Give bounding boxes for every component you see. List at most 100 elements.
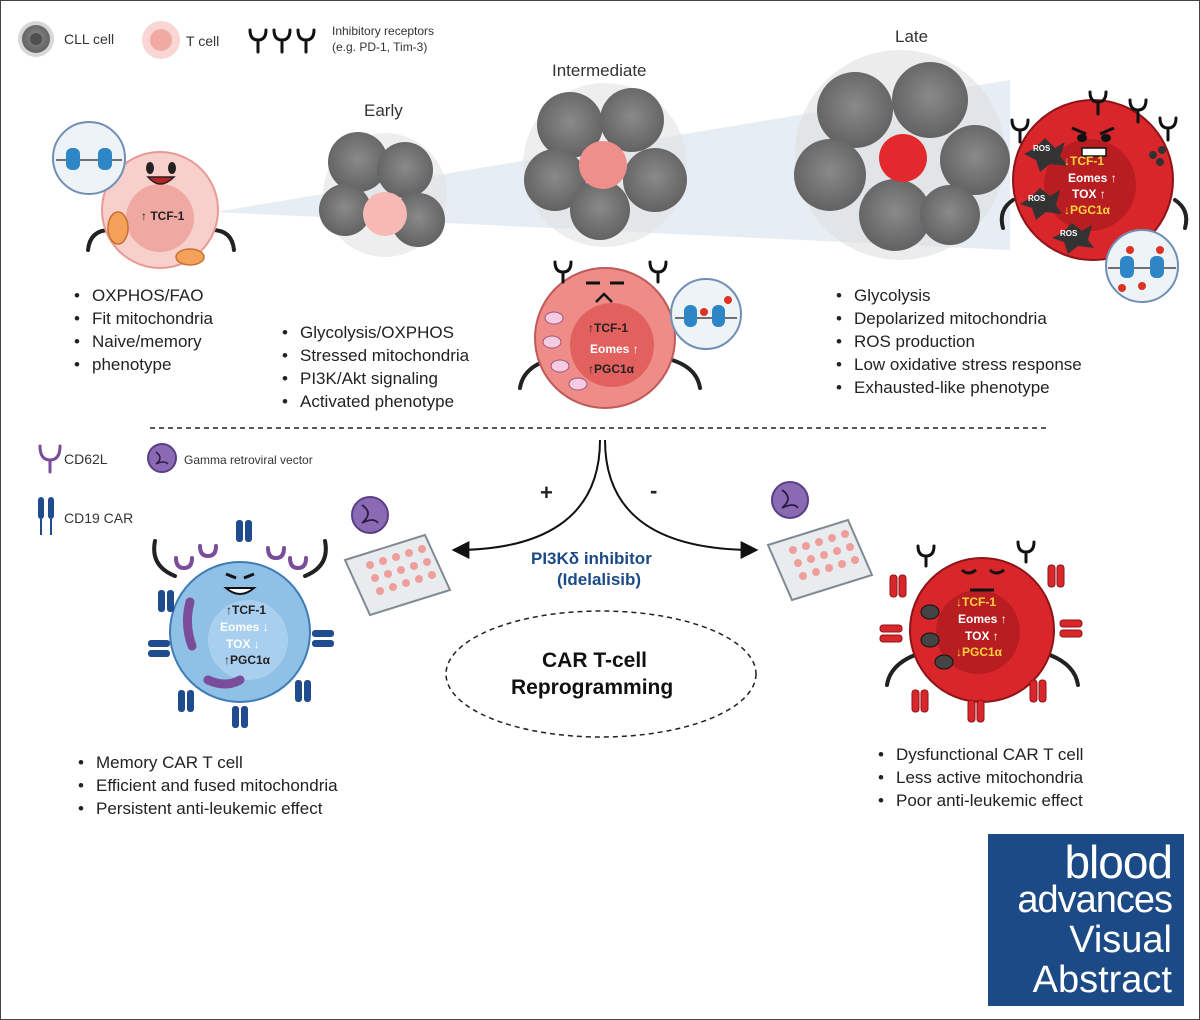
marker-arrow: ↑ — [588, 321, 594, 335]
activated-t-cell — [518, 260, 702, 409]
badge-line-blood: blood — [1064, 836, 1173, 888]
drug-name: PI3Kδ inhibitor — [531, 549, 652, 568]
marker-label: PGC1α — [230, 653, 271, 667]
marker-arrow: ↓ — [253, 637, 260, 651]
marker-label: Eomes — [1068, 171, 1108, 185]
naive-marker-row: ↑ TCF-1 — [141, 209, 184, 223]
memory-car-bullet-list: Memory CAR T cell Efficient and fused mi… — [76, 751, 338, 820]
marker-label: TCF-1 — [594, 321, 628, 335]
intermediate-tumor-cluster — [523, 83, 687, 247]
marker-arrow: ↓ — [1064, 203, 1070, 217]
late-marker-tox: TOX ↑ — [1072, 187, 1106, 201]
dysfunctional-marker-tcf1: ↓TCF-1 — [956, 595, 996, 609]
cd19-car-legend-label: CD19 CAR — [64, 510, 134, 526]
list-item: OXPHOS/FAO — [72, 284, 213, 307]
late-marker-eomes: Eomes ↑ — [1068, 171, 1117, 185]
list-item: Low oxidative stress response — [834, 353, 1082, 376]
marker-label: TOX — [1072, 187, 1097, 201]
stage-late-label: Late — [895, 27, 929, 46]
late-marker-tcf1: ↓TCF-1 — [1064, 154, 1104, 168]
dysfunctional-marker-tox: TOX ↑ — [965, 629, 999, 643]
intermediate-marker-eomes: Eomes ↑ — [590, 342, 639, 356]
list-item: Stressed mitochondria — [280, 344, 469, 367]
list-item: ROS production — [834, 330, 1082, 353]
marker-arrow: ↓ — [1064, 154, 1070, 168]
marker-arrow: ↑ — [632, 342, 639, 356]
marker-label: PGC1α — [962, 645, 1003, 659]
marker-label: PGC1α — [1070, 203, 1111, 217]
marker-arrow: ↑ — [226, 603, 232, 617]
branch-arrows — [451, 439, 759, 559]
memory-car-t-cell — [148, 520, 334, 728]
memory-marker-pgc1a: ↑PGC1α — [224, 653, 270, 667]
list-item: Glycolysis/OXPHOS — [280, 321, 469, 344]
marker-label: TCF-1 — [962, 595, 996, 609]
intermediate-marker-tcf1: ↑TCF-1 — [588, 321, 628, 335]
list-item: Memory CAR T cell — [76, 751, 338, 774]
cll-cell-legend-icon — [18, 21, 54, 57]
late-tumor-cluster — [794, 50, 1010, 260]
cd62l-legend-label: CD62L — [64, 451, 108, 467]
late-bullet-list: Glycolysis Depolarized mitochondria ROS … — [834, 284, 1082, 399]
t-cell-legend-label: T cell — [186, 33, 220, 49]
inhibitory-receptor-legend-icon — [248, 28, 316, 54]
retroviral-vector-legend-label: Gamma retroviral vector — [184, 453, 313, 467]
retroviral-vector-left — [351, 496, 389, 534]
chromatin-zoom-intermediate — [670, 278, 742, 350]
marker-arrow: ↑ — [992, 629, 999, 643]
reprogramming-title-line2: Reprogramming — [511, 676, 674, 699]
culture-plate-right — [766, 518, 874, 602]
list-item: Activated phenotype — [280, 390, 469, 413]
list-item: PI3K/Akt signaling — [280, 367, 469, 390]
marker-label: Eomes — [590, 342, 630, 356]
journal-badge: blood advances Visual Abstract — [988, 834, 1184, 1006]
late-marker-pgc1a: ↓PGC1α — [1064, 203, 1110, 217]
list-item: phenotype — [72, 353, 213, 376]
reprogramming-ellipse — [445, 610, 757, 738]
marker-label: Eomes — [958, 612, 998, 626]
marker-arrow: ↓ — [956, 645, 962, 659]
memory-marker-eomes: Eomes ↓ — [220, 620, 269, 634]
retroviral-vector-legend-icon — [147, 443, 177, 473]
naive-bullet-list: OXPHOS/FAO Fit mitochondria Naive/memory… — [72, 284, 213, 376]
exhausted-t-cell — [999, 90, 1189, 261]
list-item: Dysfunctional CAR T cell — [876, 743, 1083, 766]
badge-line-abstract: Abstract — [1032, 959, 1172, 1001]
list-item: Poor anti-leukemic effect — [876, 789, 1083, 812]
intermediate-marker-pgc1a: ↑PGC1α — [588, 362, 634, 376]
reprogramming-title-line1: CAR T-cell — [542, 649, 648, 672]
marker-label: Eomes — [220, 620, 260, 634]
culture-plate-left — [343, 533, 452, 617]
dysfunctional-car-t-cell — [879, 540, 1083, 723]
list-item: Fit mitochondria — [72, 307, 213, 330]
marker-arrow: ↓ — [262, 620, 269, 634]
marker-label: TCF-1 — [1070, 154, 1104, 168]
with-inhibitor-sign: + — [540, 480, 553, 505]
memory-marker-tox: TOX ↓ — [226, 637, 260, 651]
ros-badge: ROS — [1060, 229, 1078, 238]
ros-badge: ROS — [1033, 144, 1051, 153]
stage-early-label: Early — [364, 101, 403, 120]
naive-t-cell — [86, 151, 236, 269]
stage-intermediate-label: Intermediate — [552, 61, 647, 80]
ros-badge: ROS — [1028, 194, 1046, 203]
cd19-car-legend-icon — [38, 497, 54, 535]
marker-arrow: ↑ — [588, 362, 594, 376]
inhibitory-receptors-label: Inhibitory receptors — [332, 24, 435, 38]
list-item: Depolarized mitochondria — [834, 307, 1082, 330]
chromatin-zoom-closed — [1105, 229, 1179, 303]
list-item: Persistent anti-leukemic effect — [76, 797, 338, 820]
t-cell-legend-icon — [142, 21, 180, 59]
marker-arrow: ↑ — [1110, 171, 1117, 185]
marker-label: PGC1α — [594, 362, 635, 376]
marker-arrow: ↓ — [956, 595, 962, 609]
naive-marker-label: TCF-1 — [150, 209, 185, 223]
dysfunctional-marker-eomes: Eomes ↑ — [958, 612, 1007, 626]
dysfunctional-car-bullet-list: Dysfunctional CAR T cell Less active mit… — [876, 743, 1083, 812]
badge-line-visual: Visual — [1069, 919, 1172, 961]
marker-arrow: ↑ — [1000, 612, 1007, 626]
marker-label: TOX — [965, 629, 990, 643]
list-item: Less active mitochondria — [876, 766, 1083, 789]
marker-arrow: ↑ — [224, 653, 230, 667]
